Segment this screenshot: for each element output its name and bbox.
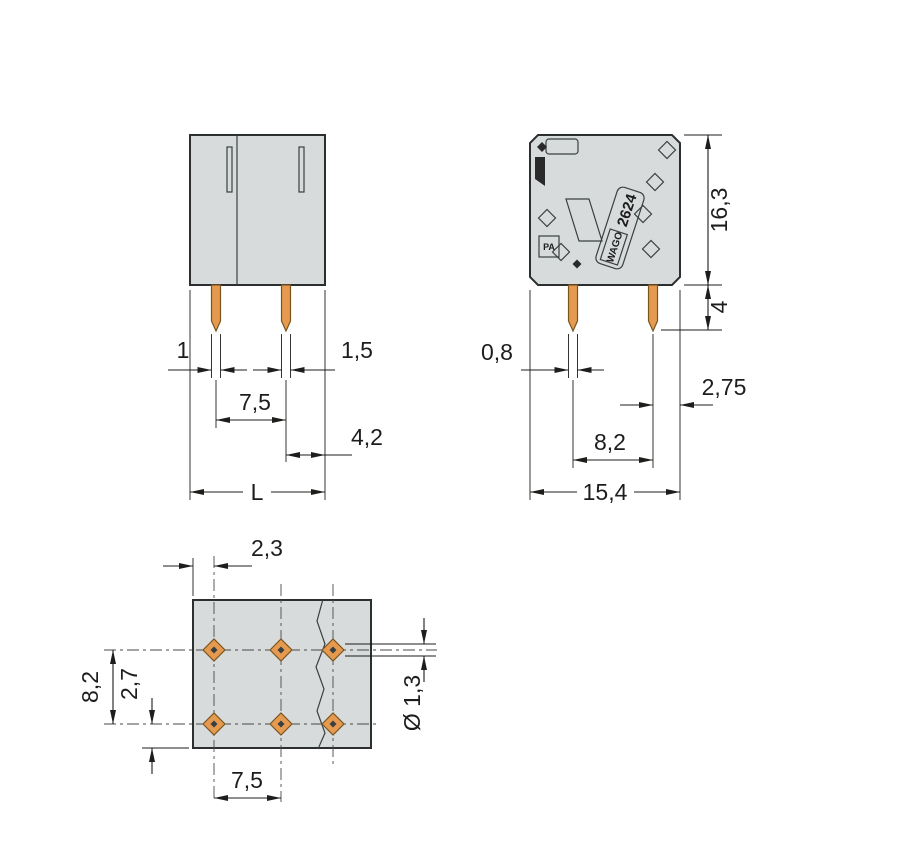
wago-marking: WAGO 2624 [595,186,645,270]
material-marking-label: PA [543,242,555,252]
dim-label-height: 16,3 [706,188,732,233]
dim-label-pin-width-right: 1,5 [341,337,373,363]
release-flap [535,157,545,186]
molding-diamond [657,140,677,160]
dim-label-pin-spacing: 8,2 [594,429,626,455]
dim-label-depth: 15,4 [583,479,628,505]
molding-dot [572,259,582,269]
dim-label-edge-offset: 2,3 [251,535,283,561]
dim-side-pin-to-edge: 2,75 [620,374,747,408]
side-housing [529,134,681,286]
dim-bottom-hole-diameter: Ø 1,3 [399,618,427,731]
molding-diamond [641,239,661,259]
side-housing-details: PA WAGO 2624 [535,138,677,270]
dim-label-overall-width: L [251,479,264,505]
dim-label-pin-to-edge: 4,2 [351,424,383,450]
dim-front-pin-width-right: 1,5 [253,337,373,373]
molding-diamond [537,208,557,228]
dim-bottom-edge-offset: 2,3 [163,535,283,569]
dim-label-pin-length: 4 [706,300,732,313]
solder-pin-front-right [280,284,292,333]
dim-label-row-to-edge: 2,7 [116,668,142,700]
dim-bottom-row-to-edge: 2,7 [116,668,155,774]
pin-hole [329,646,337,654]
dim-side-depth: 15,4 [530,479,680,505]
dim-label-pin-pitch: 7,5 [239,389,271,415]
solder-pin-side-left [567,284,579,333]
dim-side-pin-length: 4 [705,285,732,330]
front-slot-left [226,146,233,193]
conductor-entry-outline [565,198,603,242]
dim-label-pad-pitch: 7,5 [231,767,263,793]
front-view: 1 1,5 7,5 4,2 L [168,134,383,505]
dim-label-row-spacing: 8,2 [77,671,103,703]
dim-label-pin-width: 1 [177,337,190,363]
dim-front-overall-width: L [190,479,325,505]
dim-front-pin-to-edge: 4,2 [286,424,383,458]
front-slot-right [298,146,305,193]
pin-hole [210,720,218,728]
molding-diamond [633,204,653,224]
front-extension-lines [189,290,326,500]
solder-pin-side-right [647,284,659,333]
molding-diamond [645,172,665,192]
dim-front-pin-width: 1 [168,337,247,373]
dim-label-pin-to-edge-side: 2,75 [702,374,747,400]
dim-label-hole-diameter: Ø 1,3 [399,675,425,731]
pin-hole [210,646,218,654]
material-marking-box [538,235,560,258]
dim-bottom-row-spacing: 8,2 [77,650,116,724]
dim-bottom-pad-pitch: 7,5 [214,767,281,801]
pin-hole [329,720,337,728]
pin-hole [277,720,285,728]
bottom-view: 2,3 8,2 2,7 7,5 Ø 1,3 [77,535,437,802]
dim-side-pin-thickness: 0,8 [481,339,604,373]
solder-pads [202,638,345,736]
dim-front-pin-pitch: 7,5 [216,389,286,423]
front-housing [189,134,326,286]
pin-hole [277,646,285,654]
dim-label-pin-thickness: 0,8 [481,339,513,365]
lever-pivot [537,142,547,152]
dim-side-height: 16,3 [705,135,732,285]
break-line [315,598,326,750]
molding-diamond [551,242,571,262]
side-view: PA WAGO 2624 16,3 [481,134,747,505]
dim-side-pin-spacing: 8,2 [573,429,653,463]
solder-pin-front-left [210,284,222,333]
